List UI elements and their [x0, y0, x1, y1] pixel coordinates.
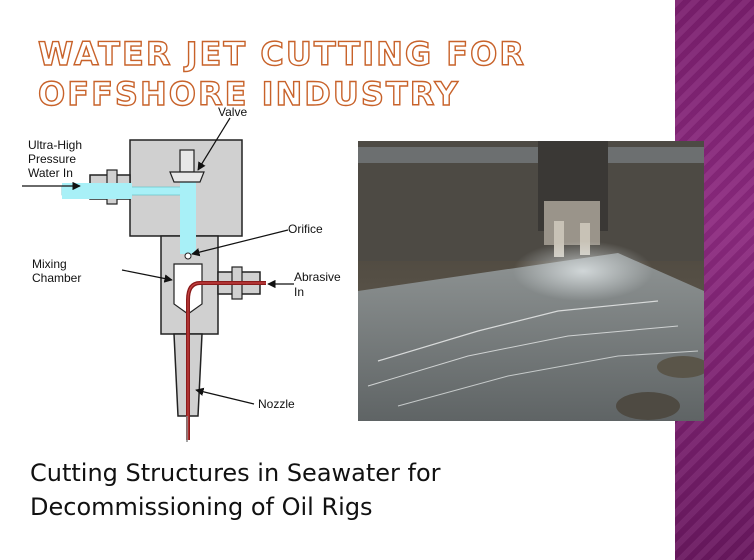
photo-cutting-head-detail [554, 221, 564, 257]
water-jet-diagram: Valve Ultra-High Pressure Water In Orifi… [22, 105, 341, 442]
photo-cutting-head-detail-2 [580, 223, 590, 255]
photo-cutting-head [544, 201, 600, 245]
photo-overhead-beam [358, 147, 704, 163]
label-water-in-2: Pressure [28, 152, 76, 166]
valve-callout [197, 117, 231, 171]
photo-cut-path-2 [367, 325, 679, 387]
label-nozzle: Nozzle [258, 397, 295, 411]
water-channel-vertical [180, 180, 196, 254]
mixing-chamber-callout [121, 269, 173, 283]
caption-line-1: Cutting Structures in Seawater for [30, 459, 441, 487]
orifice [184, 252, 192, 260]
slide-title: Water Jet Cutting For Offshore Industry [37, 34, 668, 114]
label-valve: Valve [218, 105, 247, 119]
photo-cut-path [377, 300, 659, 362]
decorative-side-band [675, 0, 754, 560]
label-mixing-chamber-2: Chamber [32, 271, 81, 285]
cutting-table-photo [358, 141, 704, 421]
nozzle-callout [195, 387, 255, 405]
label-abrasive-in-1: Abrasive [294, 270, 341, 284]
label-water-in-3: Water In [28, 166, 73, 180]
label-orifice: Orifice [288, 222, 323, 236]
water-channel-inlet [62, 183, 132, 199]
photo-support-disc-2 [657, 356, 704, 378]
caption-line-2: Decommissioning of Oil Rigs [30, 493, 373, 521]
valve-stem [179, 149, 195, 173]
slide-caption: Cutting Structures in Seawater for Decom… [30, 456, 670, 524]
label-mixing-chamber-1: Mixing [32, 257, 67, 271]
photo-support-disc [616, 392, 680, 420]
photo-cut-path-3 [397, 350, 699, 407]
label-abrasive-in-2: In [294, 285, 304, 299]
photo-mist [513, 241, 653, 301]
title-line-2: Offshore Industry [37, 74, 460, 113]
orifice-callout [191, 229, 289, 257]
valve-head [169, 171, 205, 183]
title-line-1: Water Jet Cutting For [37, 34, 526, 73]
label-water-in-1: Ultra-High [28, 138, 82, 152]
abrasive-feed-core [187, 282, 266, 440]
